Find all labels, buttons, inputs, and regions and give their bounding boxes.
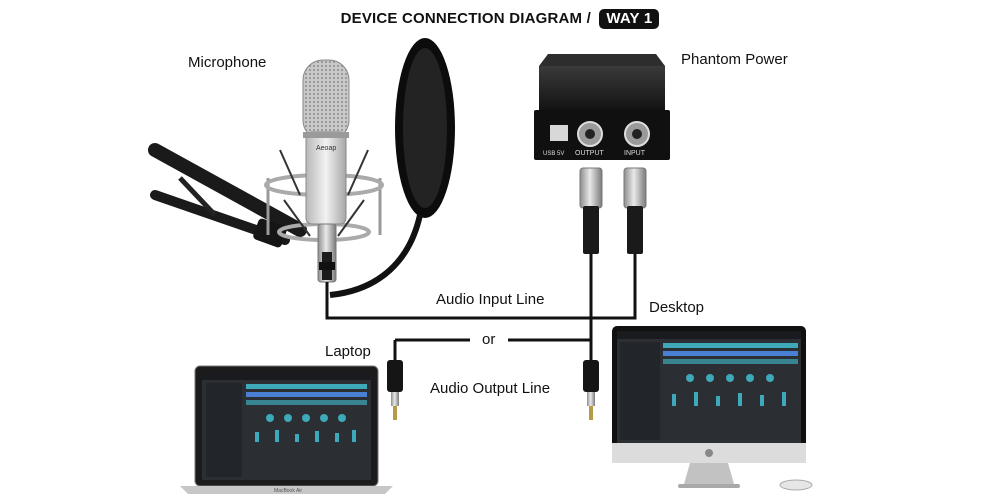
input-port-label: INPUT: [624, 150, 646, 157]
laptop-model-label: MacBook Air: [274, 488, 302, 494]
audio-input-line-label: Audio Input Line: [436, 291, 545, 308]
diagram-title-text: DEVICE CONNECTION DIAGRAM /: [340, 10, 591, 27]
mic-brand-label: Aeoap: [316, 145, 336, 152]
mouse-icon: [779, 479, 813, 491]
xlr-connector-output: [579, 167, 603, 254]
usb-port-icon: [550, 125, 568, 141]
audio-jack-desktop-icon: [583, 360, 599, 420]
diagram-title-badge: WAY 1: [599, 9, 660, 29]
microphone-label: Microphone: [188, 54, 267, 71]
pop-filter-icon: [329, 38, 455, 298]
apple-logo-icon: [705, 449, 713, 457]
audio-jack-laptop-icon: [387, 360, 403, 420]
desktop-monitor-icon: [612, 326, 813, 491]
phantom-power-label: Phantom Power: [681, 51, 788, 68]
laptop-label: Laptop: [325, 343, 371, 360]
or-label: or: [482, 331, 496, 348]
audio-output-line-label: Audio Output Line: [430, 380, 551, 397]
boom-arm: [148, 143, 307, 248]
usb-port-label: USB 5V: [543, 151, 564, 157]
microphone-icon: Aeoap: [264, 59, 384, 283]
phantom-power-box: USB 5V OUTPUT INPUT: [534, 54, 670, 160]
laptop-icon: MacBook Air: [180, 365, 393, 494]
desktop-label: Desktop: [649, 299, 705, 316]
xlr-connector-input: [623, 167, 647, 254]
diagram-title: DEVICE CONNECTION DIAGRAM / WAY 1: [0, 9, 1000, 29]
output-port-label: OUTPUT: [575, 150, 605, 157]
connection-lines: [325, 254, 637, 362]
